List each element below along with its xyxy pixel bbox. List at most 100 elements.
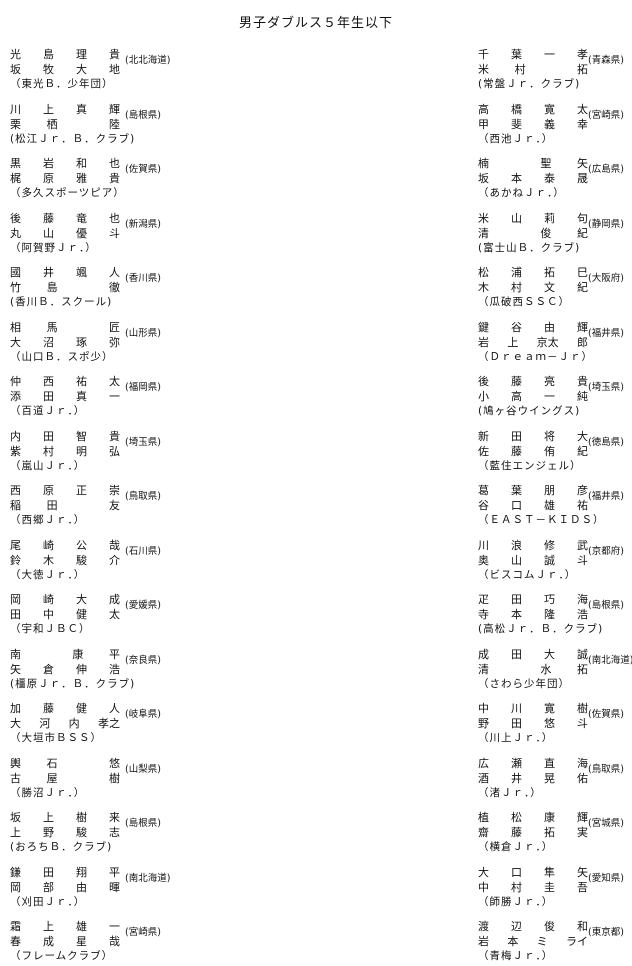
- name-char: 田: [511, 717, 522, 730]
- player-name: 新田将大: [478, 428, 588, 443]
- player-name: 添田真一: [10, 388, 120, 403]
- right-team-3: 楠聖矢坂本泰晟（あかねＪｒ．）(広島県): [468, 155, 632, 203]
- name-char: 太: [109, 608, 120, 621]
- name-char: 介: [109, 553, 120, 567]
- club-name: （大徳Ｊｒ．）: [10, 568, 86, 581]
- name-char: 佐: [478, 444, 489, 458]
- name-char: 太: [109, 375, 120, 388]
- name-char: 伸: [76, 662, 87, 676]
- player-name: 甲斐義幸: [478, 116, 588, 131]
- left-team-7: 仲西祐太添田真一（百道Ｊｒ．）(福岡県): [0, 373, 195, 421]
- club-name: （阿賀野Ｊｒ．）: [10, 241, 97, 254]
- player-name: 黒岩和也: [10, 155, 120, 170]
- name-char: 橋: [511, 102, 522, 116]
- name-char: 川: [511, 702, 522, 715]
- prefecture-label: (山形県): [125, 327, 161, 339]
- name-char: 瀬: [511, 756, 522, 770]
- name-char: 弥: [109, 335, 120, 349]
- player-name: 栗栖陸: [10, 116, 120, 131]
- right-team-4: 米山莉句清俊紀(富士山Ｂ．クラブ)(静岡県): [468, 210, 632, 258]
- club-name: （川上Ｊｒ．）: [478, 732, 554, 744]
- name-char: 中: [478, 702, 489, 715]
- name-char: 坂: [10, 811, 21, 824]
- player-name: 尾崎公哉: [10, 537, 120, 552]
- club-name: （師勝Ｊｒ．）: [478, 895, 554, 908]
- name-char: 上: [507, 335, 519, 349]
- name-char: 梶: [10, 172, 21, 185]
- right-team-16: 大口隼矢中村圭吾（師勝Ｊｒ．）(愛知県): [468, 864, 632, 912]
- name-char: 広: [478, 756, 489, 770]
- name-char: 齋: [478, 826, 489, 839]
- name-char: 巧: [544, 593, 555, 606]
- prefecture-label: (宮城県): [588, 818, 624, 829]
- left-team-4: 後藤竜也丸山優斗（阿賀野Ｊｒ．）(新潟県): [0, 210, 195, 258]
- name-char: 斗: [109, 226, 120, 240]
- player-name: 中村圭吾: [478, 879, 588, 894]
- name-char: 井: [43, 266, 54, 279]
- name-char: 大: [478, 865, 489, 879]
- right-team-17: 渡辺俊和岩本ミライ（青梅Ｊｒ．）(東京都): [468, 918, 632, 966]
- player-name: 鈴木駿介: [10, 552, 120, 567]
- player-name: 大沼琢弥: [10, 334, 120, 349]
- name-char: 岡: [10, 880, 21, 894]
- name-char: 田: [511, 429, 522, 443]
- name-char: 由: [76, 880, 87, 894]
- name-char: 文: [544, 281, 555, 294]
- name-char: 駿: [76, 553, 87, 567]
- name-char: 誠: [577, 647, 588, 661]
- player-name: 岩上京太郎: [478, 334, 588, 349]
- prefecture-label: (愛媛県): [125, 600, 161, 611]
- name-char: 春: [10, 935, 21, 948]
- name-char: 拓: [576, 63, 588, 76]
- name-char: 孝: [577, 48, 588, 61]
- name-char: 和: [76, 157, 87, 170]
- left-team-16: 鎌田翔平岡部由暉（刈田Ｊｒ．）(南北海道): [0, 864, 195, 912]
- player-name: 齋藤拓実: [478, 824, 588, 839]
- player-name: 渡辺俊和: [478, 918, 588, 933]
- prefecture-label: (徳島県): [588, 436, 624, 448]
- club-name: （宇和ＪＢＣ）: [10, 623, 91, 635]
- name-char: 添: [10, 390, 21, 403]
- name-char: 貴: [109, 429, 120, 443]
- prefecture-label: (山梨県): [125, 763, 161, 775]
- player-name: 米村拓: [478, 61, 588, 76]
- club-name: （百道Ｊｒ．）: [10, 405, 86, 417]
- player-name: 丸山優斗: [10, 225, 120, 240]
- prefecture-label: (香川県): [125, 273, 161, 284]
- name-char: 浪: [511, 538, 522, 552]
- player-name: 竹島徹: [10, 279, 120, 294]
- name-char: 丸: [10, 226, 21, 240]
- name-char: 岩: [43, 157, 54, 170]
- name-char: 海: [577, 756, 588, 770]
- player-name: 大口隼矢: [478, 864, 588, 879]
- name-char: 口: [511, 499, 522, 512]
- name-char: 雅: [76, 172, 87, 185]
- name-char: 祐: [76, 375, 87, 388]
- name-char: 亮: [544, 375, 555, 388]
- name-char: 牧: [43, 63, 54, 76]
- prefecture-label: (佐賀県): [125, 164, 161, 175]
- player-name: 上野駿志: [10, 824, 120, 839]
- name-char: 晟: [577, 172, 588, 185]
- player-name: 植松康輝: [478, 809, 588, 824]
- name-char: 紫: [10, 444, 21, 458]
- name-char: 輿: [10, 756, 21, 770]
- name-char: 小: [478, 390, 489, 403]
- name-char: 矢: [10, 662, 21, 676]
- name-char: 誠: [544, 553, 555, 567]
- prefecture-label: (福井県): [588, 327, 624, 339]
- prefecture-label: (新潟県): [125, 218, 161, 230]
- name-char: 島: [46, 281, 58, 294]
- left-team-1: 光島理貴坂牧大地（東光Ｂ．少年団）(北北海道): [0, 46, 195, 94]
- name-char: 陸: [108, 117, 120, 131]
- name-char: 仲: [10, 375, 21, 388]
- player-name: 坂牧大地: [10, 61, 120, 76]
- player-name: 奥山誠斗: [478, 552, 588, 567]
- name-char: 渡: [478, 920, 489, 933]
- name-char: 高: [511, 390, 522, 403]
- name-char: 藤: [511, 826, 522, 839]
- player-name: 坂本泰晟: [478, 170, 588, 185]
- player-name: 稲田友: [10, 497, 120, 512]
- name-char: 隆: [544, 608, 555, 621]
- page-title: 男子ダブルス５年生以下: [238, 16, 393, 31]
